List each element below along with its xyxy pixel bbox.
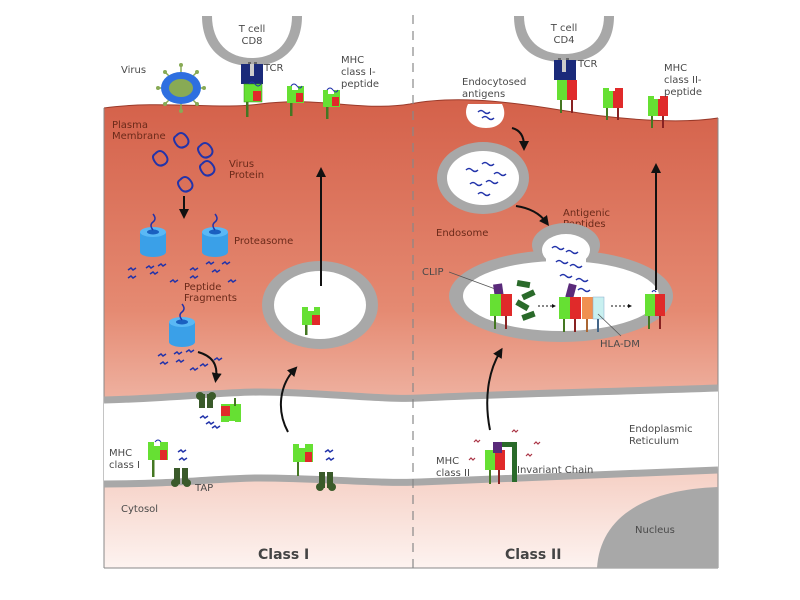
mhc-class1-er-icon xyxy=(221,398,241,427)
arrow-to-late-endosome xyxy=(515,205,550,226)
mhc-class2-hla-dm-icon xyxy=(559,283,605,332)
plasma-membrane xyxy=(103,99,719,122)
virus-icon xyxy=(156,63,206,113)
transport-vesicle xyxy=(262,261,378,349)
peptide-fragment-icons xyxy=(157,349,223,371)
mhc-class1-er-icon xyxy=(293,444,313,476)
tcr-icon xyxy=(241,64,263,84)
mhc-class1-er-icon xyxy=(148,439,168,477)
mhc-class2-surface-icon xyxy=(648,94,668,128)
mhc-peptide-label-3: peptide xyxy=(664,87,702,98)
invariant-chain-fragments xyxy=(515,280,536,321)
proteasome-icon xyxy=(202,213,228,257)
mhc-peptide-label-2: class II- xyxy=(664,75,702,86)
endocytosed-antigens-label-2: antigens xyxy=(462,89,505,100)
tcell-subtype-label: CD4 xyxy=(553,35,574,46)
endocytosed-antigens-label: Endocytosed xyxy=(462,77,526,88)
peptide-icons xyxy=(468,429,541,461)
clip-label: CLIP xyxy=(422,267,444,278)
tap-icon xyxy=(316,472,336,491)
antigenic-peptides-label-2: Peptides xyxy=(563,219,606,230)
tcell-label: T cell xyxy=(550,23,578,34)
mhc-class2-surface-icon xyxy=(603,86,623,120)
mhc-class1-label: MHC xyxy=(109,448,132,459)
mhc-class2-clip-icon xyxy=(490,283,512,329)
panel-title-class2: Class II xyxy=(505,547,561,563)
virus-protein-label: Virus xyxy=(229,159,254,170)
hla-dm-label: HLA-DM xyxy=(600,339,640,350)
er-label: Endoplasmic xyxy=(629,424,693,435)
er-label-2: Reticulum xyxy=(629,436,679,447)
peptide-fragment-icons xyxy=(127,261,237,283)
tap-icon xyxy=(196,392,216,408)
nucleus-label: Nucleus xyxy=(635,525,675,536)
mhc-class2-label: MHC xyxy=(436,456,459,467)
mhc-peptide-label: MHC xyxy=(341,55,364,66)
tcell-subtype-label: CD8 xyxy=(241,36,262,47)
tap-icon xyxy=(171,468,191,487)
mhc-class2-loaded-icon xyxy=(645,289,665,329)
nucleus xyxy=(597,487,718,568)
early-endosome xyxy=(437,142,529,214)
tap-label: TAP xyxy=(194,483,213,494)
antigenic-peptides-label: Antigenic xyxy=(563,208,610,219)
mhc-class1-label-2: class I xyxy=(109,460,140,471)
peptide-fragments-label: Peptide xyxy=(184,282,221,293)
tcr-label: TCR xyxy=(577,59,598,70)
proteasome-label: Proteasome xyxy=(234,236,293,247)
plasma-membrane-label-2: Membrane xyxy=(112,131,166,142)
virus-protein-label-2: Protein xyxy=(229,170,264,181)
t-cell-cd4: T cell CD4 xyxy=(514,16,614,66)
peptide-fragment-icons xyxy=(177,415,335,461)
proteasome-icon xyxy=(140,213,166,257)
panel-title-class1: Class I xyxy=(258,547,309,563)
antigenic-peptide-icons xyxy=(551,245,591,293)
arrow-er-to-vesicle xyxy=(279,366,298,433)
mhc-peptide-label-2: class I- xyxy=(341,67,376,78)
mhc-peptide-label-3: peptide xyxy=(341,79,379,90)
endoplasmic-reticulum xyxy=(104,388,718,484)
endosome-label: Endosome xyxy=(436,228,488,239)
t-cell-cd8: T cell CD8 xyxy=(202,16,302,70)
mhc-class1-surface-icon xyxy=(287,83,304,116)
tcr-label: TCR xyxy=(263,63,284,74)
peptide-fragments-label-2: Fragments xyxy=(184,293,237,304)
cytosol-label: Cytosol xyxy=(121,504,158,515)
hla-dm-leader-line xyxy=(597,313,622,337)
arrow-to-tap xyxy=(197,351,222,383)
tcr-icon xyxy=(554,60,576,80)
invariant-chain-label: Invariant Chain xyxy=(517,465,593,476)
cytoplasm xyxy=(104,99,718,569)
virus-label: Virus xyxy=(121,65,146,76)
proteasome-icon xyxy=(169,303,195,347)
virus-protein-icons xyxy=(152,132,216,193)
mhc-class2-label-2: class II xyxy=(436,468,470,479)
arrow-to-endosome xyxy=(511,127,529,151)
arrow-er-to-endosome xyxy=(486,347,503,431)
plasma-membrane-label: Plasma xyxy=(112,120,148,131)
clip-leader-line xyxy=(448,271,499,291)
mhc-class1-surface-icon xyxy=(243,81,263,117)
antigen-icons xyxy=(477,109,495,121)
mhc-class2-invariant-icon xyxy=(485,442,517,484)
tcell-label: T cell xyxy=(238,24,266,35)
mhc-peptide-label: MHC xyxy=(664,63,687,74)
mhc-class2-surface-icon xyxy=(557,80,577,113)
mhc-class1-surface-icon xyxy=(323,87,340,119)
